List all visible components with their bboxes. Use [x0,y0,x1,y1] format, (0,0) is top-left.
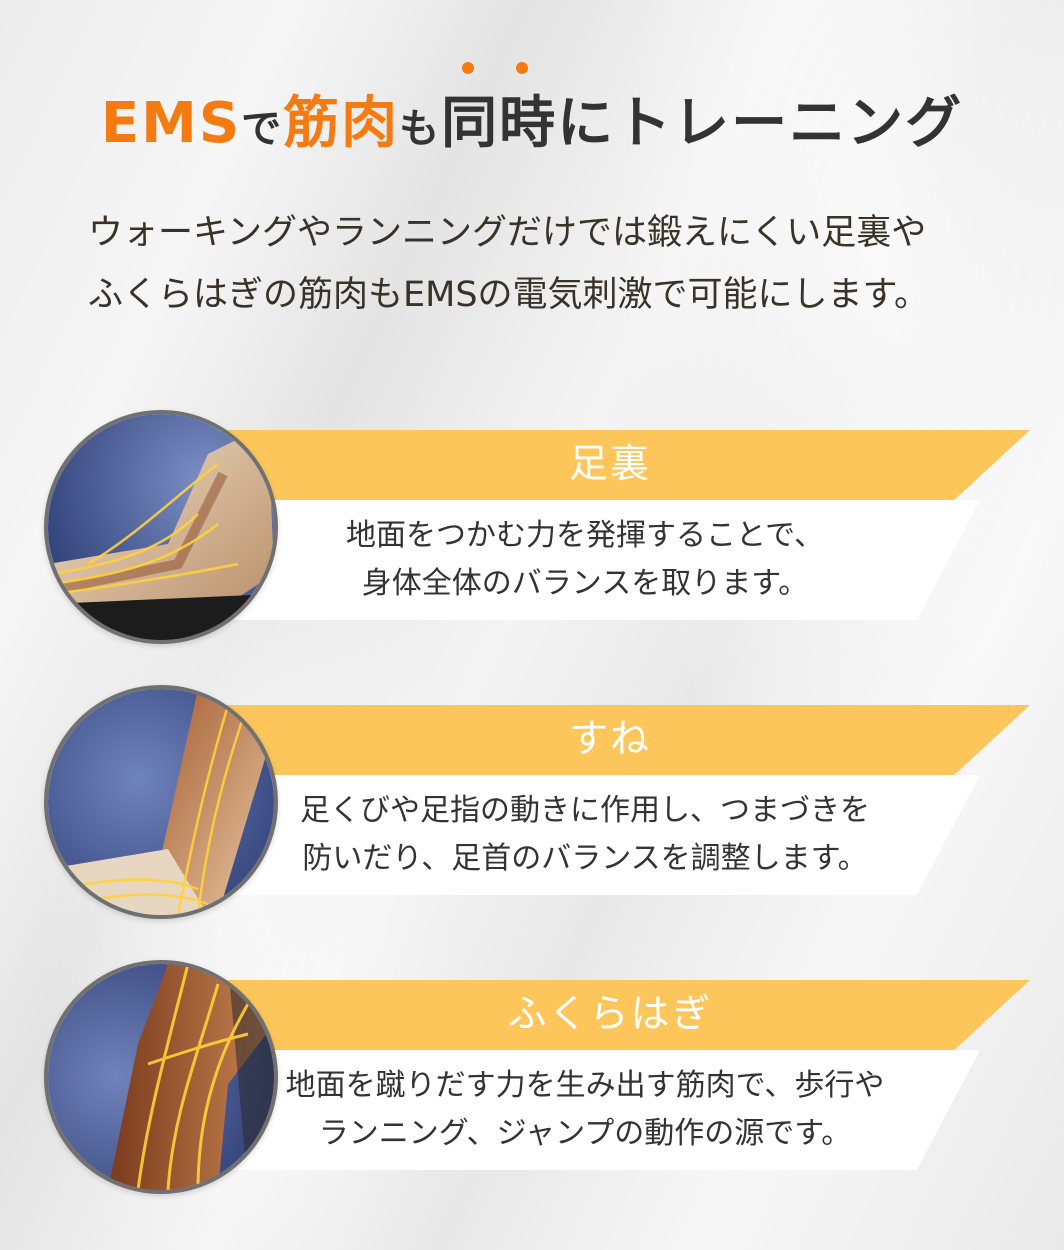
section-description: 地面をつかむ力を発揮することで、 身体全体のバランスを取ります。 [265,512,905,608]
calf-muscle-illustration-icon [44,960,278,1194]
page-title: EMSで筋肉も同時にトレーニング [0,78,1064,159]
title-mo: も [399,106,442,152]
shin-muscle-illustration-icon [44,685,278,919]
foot-sole-muscle-illustration-icon [44,410,278,644]
intro-line-1: ウォーキングやランニングだけでは鍛えにくい足裏や [88,213,927,253]
title-training: 同時にトレーニング [441,91,964,156]
section-calf: ふくらはぎ 地面を蹴りだす力を生み出す筋肉で、歩行や ランニング、ジャンプの動作… [40,960,1040,1225]
section-label: 足裏 [568,442,651,487]
section-description: 足くびや足指の動きに作用し、つまづきを 防いだり、足首のバランスを調整します。 [265,787,905,883]
section-band [190,430,1030,500]
section-description-line-1: 地面を蹴りだす力を生み出す筋肉で、歩行や [285,1068,885,1103]
intro-text: ウォーキングやランニングだけでは鍛えにくい足裏や ふくらはぎの筋肉もEMSの電気… [88,202,988,326]
emphasis-dots [460,62,540,76]
section-description-line-2: 防いだり、足首のバランスを調整します。 [302,841,868,876]
section-label: ふくらはぎ [507,992,713,1037]
section-panel [190,1050,980,1170]
section-shin: すね 足くびや足指の動きに作用し、つまづきを 防いだり、足首のバランスを調整しま… [40,685,1040,950]
section-description: 地面を蹴りだす力を生み出す筋肉で、歩行や ランニング、ジャンプの動作の源です。 [265,1062,905,1158]
title-de: で [241,106,284,152]
section-label: すね [568,717,651,762]
section-description-line-1: 地面をつかむ力を発揮することで、 [346,518,824,553]
section-sole: 足裏 地面をつかむ力を発揮することで、 身体全体のバランスを取ります。 [40,410,1040,675]
section-band [190,980,1030,1050]
section-description-line-2: 身体全体のバランスを取ります。 [361,566,809,601]
section-panel [190,775,980,895]
section-description-line-2: ランニング、ジャンプの動作の源です。 [318,1116,852,1151]
section-description-line-1: 足くびや足指の動きに作用し、つまづきを [300,793,870,828]
intro-line-2: ふくらはぎの筋肉もEMSの電気刺激で可能にします。 [88,275,930,315]
section-band [190,705,1030,775]
section-panel [190,500,980,620]
title-muscle: 筋肉 [283,91,400,156]
title-ems: EMS [100,91,242,156]
